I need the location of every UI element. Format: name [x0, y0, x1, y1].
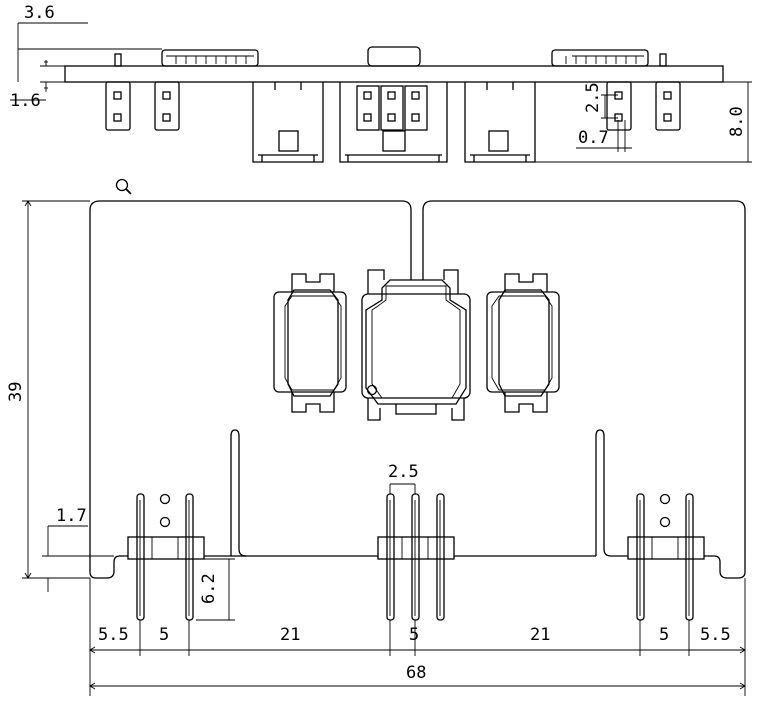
front-dimensions: 39 1.7 2.5 6.2 5.5 [6, 200, 746, 696]
dim-seg-right: 5.5 [700, 625, 731, 645]
dim-side-total-height: 8.0 [727, 106, 747, 137]
dim-seg-left-gap: 21 [280, 625, 300, 645]
side-view: 3.6 1.6 2.5 0.7 8.0 [10, 3, 752, 163]
side-header-2 [154, 81, 180, 131]
dim-seg-left: 5.5 [98, 625, 129, 645]
dim-top-overhang: 3.6 [24, 3, 55, 23]
module-left [273, 273, 347, 413]
side-connector-left [252, 82, 324, 163]
side-header-1 [105, 81, 131, 131]
board-outline [89, 200, 746, 579]
dim-overall-height: 39 [6, 382, 26, 402]
side-connector-right [464, 82, 536, 163]
dim-seg-left-pitch: 5 [159, 625, 169, 645]
front-view [89, 200, 746, 621]
magnifier-icon[interactable] [115, 178, 132, 195]
dim-pin-width: 0.7 [578, 128, 609, 148]
module-right [486, 273, 560, 413]
dim-pin-length: 6.2 [199, 573, 219, 604]
header-left [127, 536, 205, 560]
side-top-component-center [367, 46, 421, 67]
holes [159, 493, 671, 528]
side-header-3 [606, 81, 632, 131]
side-top-component-right [551, 49, 649, 67]
dim-slot-gap: 1.7 [56, 506, 87, 526]
side-connector-center [339, 82, 448, 163]
dim-seg-right-gap: 21 [530, 625, 550, 645]
dim-overall-width: 68 [406, 663, 426, 683]
dim-middle-pitch: 2.5 [388, 462, 419, 482]
dim-board-thickness: 1.6 [10, 91, 41, 111]
pins [136, 493, 694, 621]
dim-side-pin-pitch: 2.5 [583, 82, 603, 113]
module-center [361, 269, 471, 421]
side-board [64, 65, 724, 83]
header-center [377, 536, 455, 560]
header-right [627, 536, 705, 560]
side-top-component-left [161, 49, 259, 67]
dim-seg-mid-pitch: 5 [409, 625, 419, 645]
dim-seg-right-pitch: 5 [659, 625, 669, 645]
side-header-4 [655, 81, 681, 131]
